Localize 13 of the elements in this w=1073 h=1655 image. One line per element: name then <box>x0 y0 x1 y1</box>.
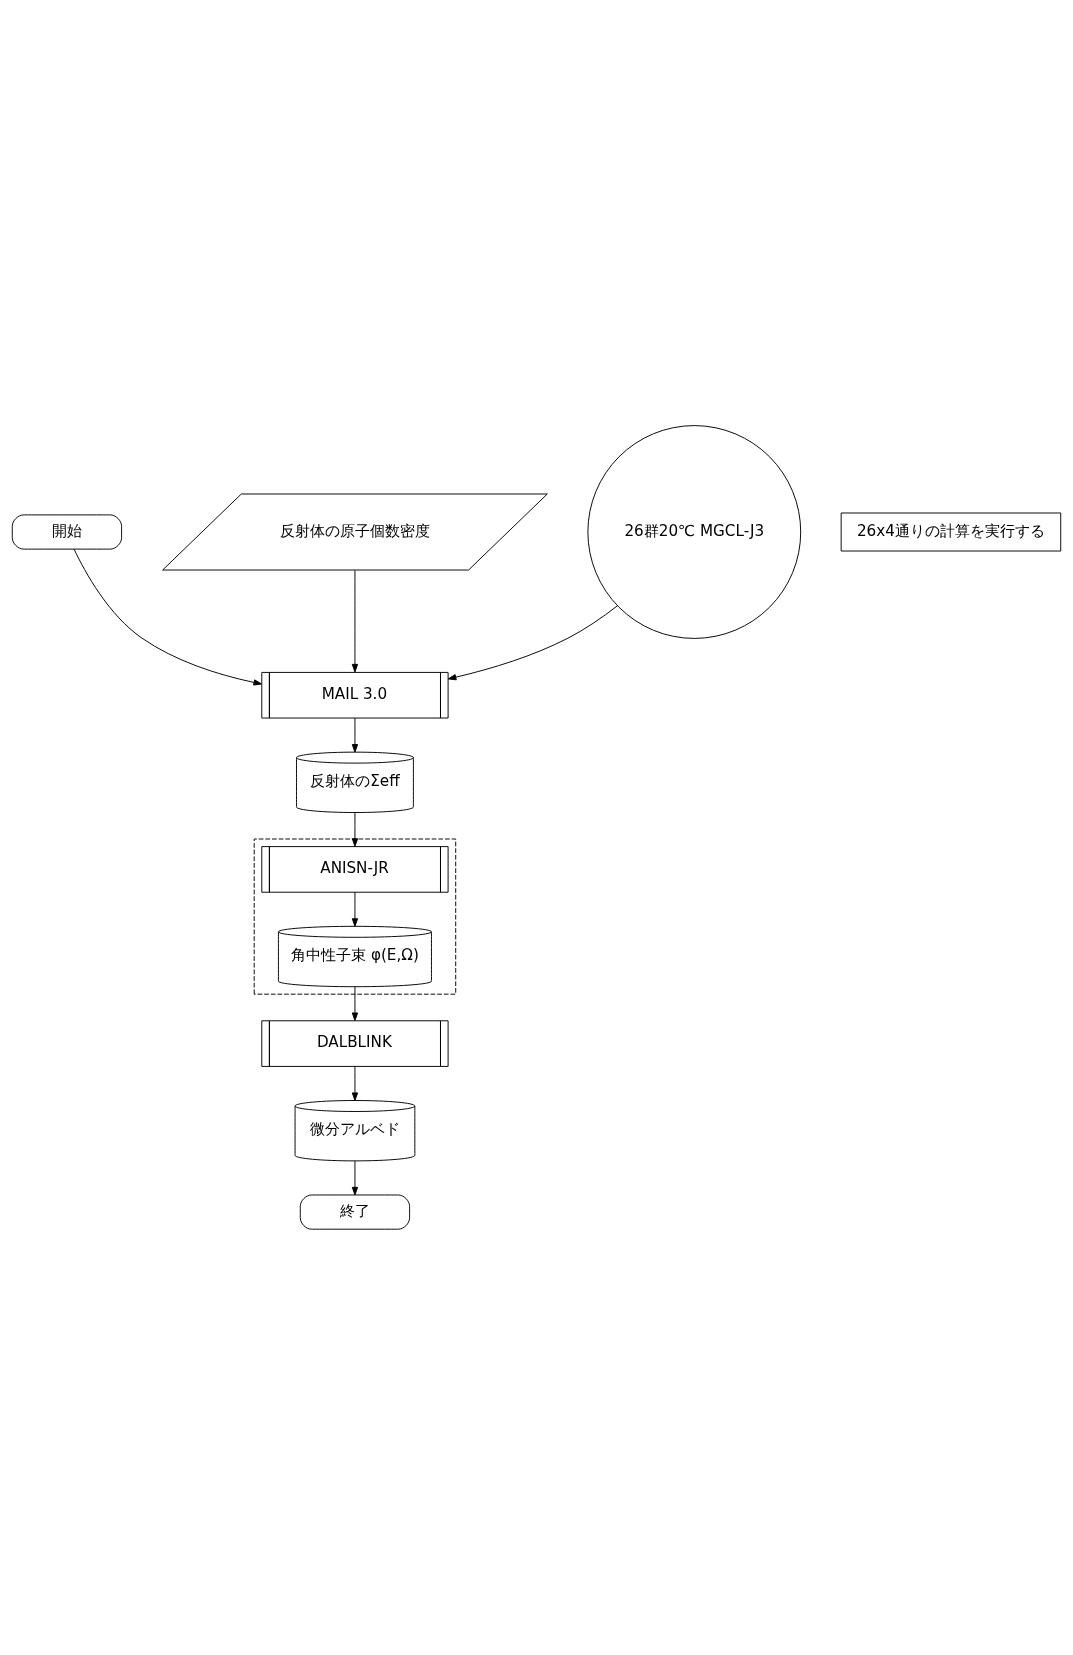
arrow <box>351 891 359 927</box>
node-box: 開始 <box>11 514 123 550</box>
node-box: 26x4通りの計算を実行する <box>840 512 1062 552</box>
arrow <box>351 1160 359 1196</box>
arrow <box>351 986 359 1022</box>
node-box: 終了 <box>299 1194 411 1230</box>
arrow <box>447 605 618 681</box>
arrow <box>351 1066 359 1101</box>
arrow <box>73 548 262 686</box>
arrow <box>351 717 359 753</box>
node-circle: 26群20℃ MGCL-J3 <box>587 425 802 639</box>
arrow <box>351 569 359 673</box>
arrow <box>351 812 359 847</box>
